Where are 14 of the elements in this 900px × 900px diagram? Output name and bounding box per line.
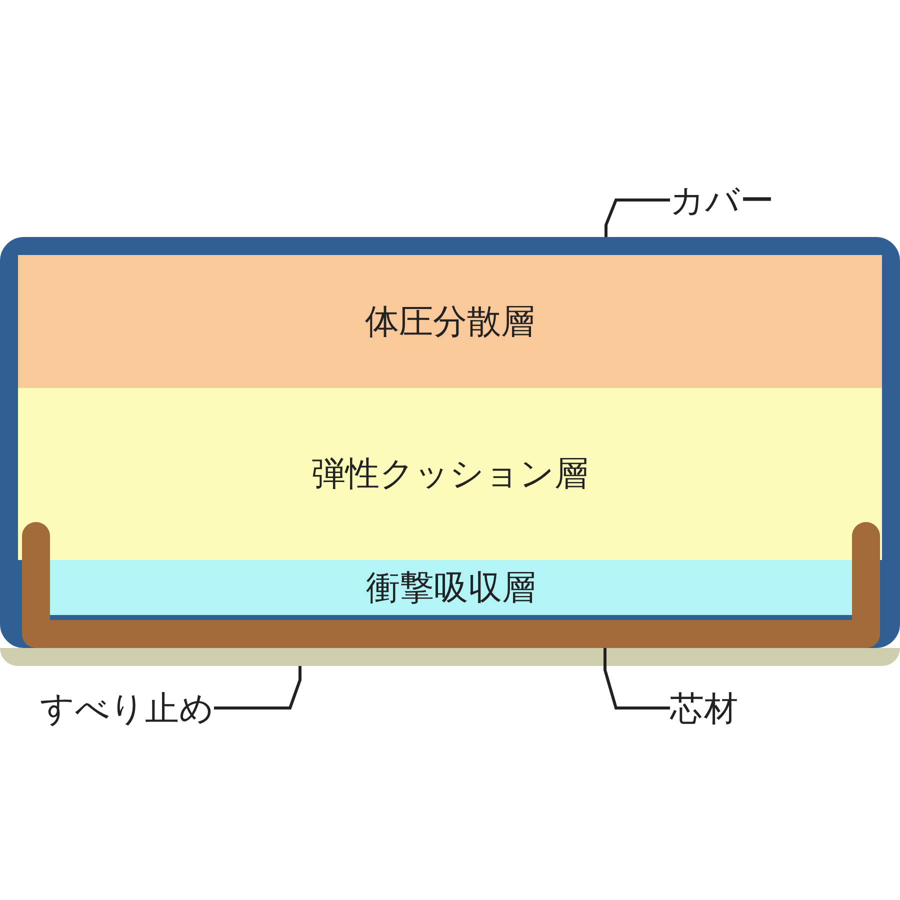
pressure-layer [18, 255, 882, 388]
layer-name: 体圧分散層 [364, 300, 536, 344]
shock-layer [50, 560, 852, 615]
leader-line [604, 648, 670, 710]
part-label: カバー [670, 181, 774, 221]
leader-line [214, 666, 302, 710]
part-label: すべり止め [40, 689, 214, 729]
layer-name: 弾性クッション層 [310, 453, 590, 496]
anti-slip-base [0, 648, 900, 666]
part-label: 芯材 [670, 689, 738, 729]
mattress-cover [0, 237, 900, 648]
cushion-layer [18, 388, 882, 560]
layer-name: 衝撃吸収層 [365, 566, 537, 610]
leader-line [604, 198, 670, 237]
